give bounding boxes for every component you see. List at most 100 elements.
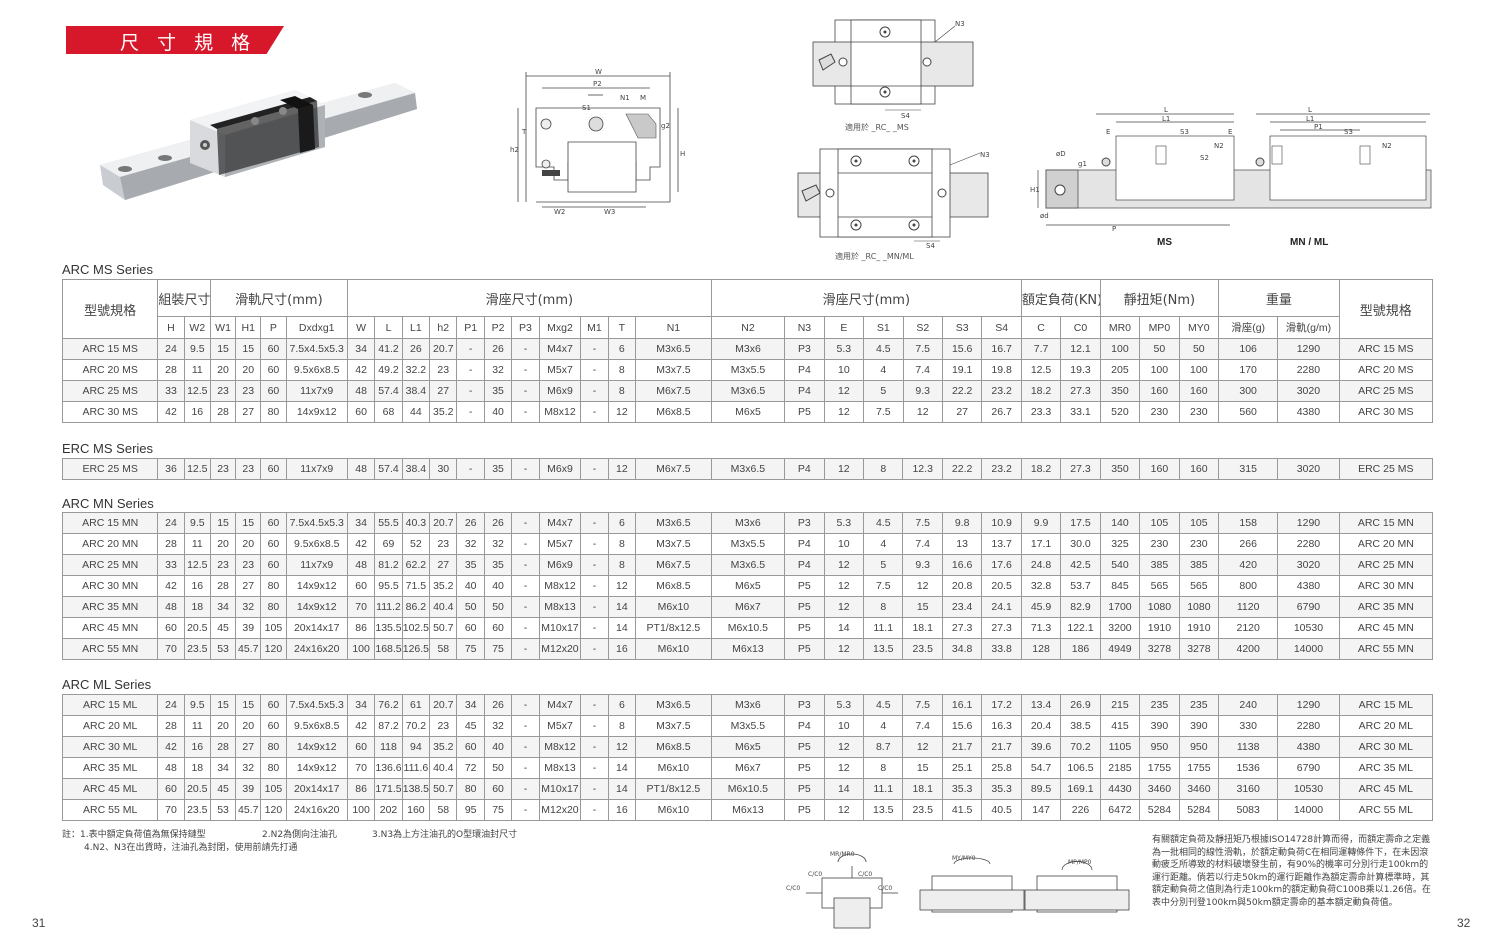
table-cell: 18.1 bbox=[902, 778, 943, 800]
table-cell: 12.5 bbox=[183, 380, 211, 402]
table-cell: 1700 bbox=[1099, 596, 1141, 618]
table-cell: ARC 15 ML bbox=[1338, 694, 1434, 716]
table-cell: 16 bbox=[607, 638, 637, 660]
table-cell: 27 bbox=[941, 401, 983, 423]
table-cell: 8 bbox=[863, 458, 904, 480]
table-cell: 6 bbox=[607, 512, 637, 534]
table-cell: M3x6.5 bbox=[710, 458, 786, 480]
table-cell: 14x9x12 bbox=[285, 575, 348, 597]
table-cell: 10530 bbox=[1277, 617, 1340, 639]
subheader-cell: L1 bbox=[401, 316, 431, 339]
table-cell: 26 bbox=[483, 512, 513, 534]
table-cell: 86 bbox=[346, 778, 376, 800]
table-cell: 12 bbox=[607, 401, 637, 423]
mn-top-view-drawing: N3 S4 bbox=[797, 148, 990, 250]
table-cell: 14x9x12 bbox=[285, 596, 348, 618]
table-cell: 39 bbox=[235, 617, 262, 639]
table-cell: - bbox=[511, 715, 540, 737]
table-cell: 35 bbox=[456, 554, 485, 576]
table-cell: 34 bbox=[346, 512, 376, 534]
table-cell: 50.7 bbox=[429, 617, 458, 639]
col-weight: 重量 bbox=[1218, 279, 1340, 317]
table-cell: 3460 bbox=[1139, 778, 1180, 800]
table-cell: 27.3 bbox=[941, 617, 983, 639]
table-cell: 23.2 bbox=[981, 458, 1022, 480]
table-cell: M6x8.5 bbox=[635, 736, 712, 758]
subheader-cell: P3 bbox=[511, 316, 540, 339]
table-cell: - bbox=[511, 757, 540, 779]
table-cell: 26.7 bbox=[981, 401, 1022, 423]
label-c4: C/C0 bbox=[878, 885, 892, 892]
ms-applicable-note: 適用於 _RC_ _MS bbox=[845, 123, 909, 132]
table-cell: 27.3 bbox=[1060, 458, 1101, 480]
table-cell: 4949 bbox=[1099, 638, 1141, 660]
table-cell: 23 bbox=[209, 380, 237, 402]
table-cell: 24.8 bbox=[1020, 554, 1062, 576]
table-cell: 235 bbox=[1178, 694, 1220, 716]
table-cell: M3x6.5 bbox=[635, 694, 712, 716]
table-cell: 18.1 bbox=[902, 617, 943, 639]
table-cell: 12 bbox=[823, 554, 865, 576]
table-cell: M3x6.5 bbox=[710, 380, 786, 402]
table-cell: 42 bbox=[157, 401, 185, 423]
table-cell: M6x10 bbox=[635, 638, 712, 660]
table-cell: 1080 bbox=[1178, 596, 1220, 618]
table-cell: 3200 bbox=[1099, 617, 1141, 639]
table-cell: - bbox=[511, 458, 540, 480]
table-cell: 60 bbox=[260, 533, 287, 555]
table-cell: 80 bbox=[260, 401, 287, 423]
table-cell: 4430 bbox=[1099, 778, 1141, 800]
table-cell: P4 bbox=[784, 715, 825, 737]
table-cell: 40.5 bbox=[981, 799, 1022, 821]
table-cell: P5 bbox=[784, 596, 825, 618]
table-cell: 71.3 bbox=[1020, 617, 1062, 639]
table-cell: 35.2 bbox=[429, 401, 458, 423]
table-cell: 128 bbox=[1020, 638, 1062, 660]
table-cell: 215 bbox=[1099, 694, 1141, 716]
table-cell: 45.9 bbox=[1020, 596, 1062, 618]
table-cell: 41.5 bbox=[941, 799, 983, 821]
table-cell: 1910 bbox=[1139, 617, 1180, 639]
label-P1: P1 bbox=[1314, 123, 1323, 131]
table-cell: M6x9 bbox=[538, 380, 582, 402]
table-cell: 80 bbox=[260, 575, 287, 597]
table-cell: 1120 bbox=[1218, 596, 1279, 618]
table-cell: 6790 bbox=[1277, 596, 1340, 618]
table-cell: 135.5 bbox=[374, 617, 403, 639]
table-cell: P5 bbox=[784, 778, 825, 800]
table-cell: 33.1 bbox=[1060, 401, 1101, 423]
table-cell: 48 bbox=[346, 554, 376, 576]
subheader-cell: P bbox=[260, 316, 287, 339]
table-cell: 14000 bbox=[1277, 799, 1340, 821]
table-cell: 12 bbox=[902, 575, 943, 597]
table-cell: 105 bbox=[260, 778, 287, 800]
table-cell: 72 bbox=[456, 757, 485, 779]
table-cell: 5 bbox=[863, 554, 904, 576]
table-cell: ARC 45 MN bbox=[1338, 617, 1434, 639]
table-cell: 12 bbox=[607, 458, 637, 480]
table-cell: 100 bbox=[346, 799, 376, 821]
table-cell: 20.7 bbox=[429, 338, 458, 360]
table-cell: 2120 bbox=[1218, 617, 1279, 639]
table-cell: 3020 bbox=[1277, 554, 1340, 576]
table-cell: 7.7 bbox=[1020, 338, 1062, 360]
subheader-cell: E bbox=[823, 316, 865, 339]
table-cell: 4 bbox=[863, 359, 904, 381]
label-mp: MP/MP0 bbox=[1068, 859, 1092, 866]
table-cell: M6x7.5 bbox=[635, 458, 712, 480]
table-cell: M8x12 bbox=[538, 736, 582, 758]
label-L-mn: L bbox=[1308, 106, 1312, 114]
table-cell: 42 bbox=[157, 575, 185, 597]
table-cell: 23 bbox=[235, 554, 262, 576]
table-cell: 106 bbox=[1218, 338, 1279, 360]
table-cell: 4.5 bbox=[863, 512, 904, 534]
label-P: P bbox=[1112, 225, 1116, 233]
label-mr: MR/MR0 bbox=[830, 851, 855, 858]
table-cell: 35.3 bbox=[981, 778, 1022, 800]
table-cell: 16.7 bbox=[981, 338, 1022, 360]
table-cell: M4x7 bbox=[538, 338, 582, 360]
table-cell: 42 bbox=[346, 533, 376, 555]
table-cell: 11.1 bbox=[863, 617, 904, 639]
